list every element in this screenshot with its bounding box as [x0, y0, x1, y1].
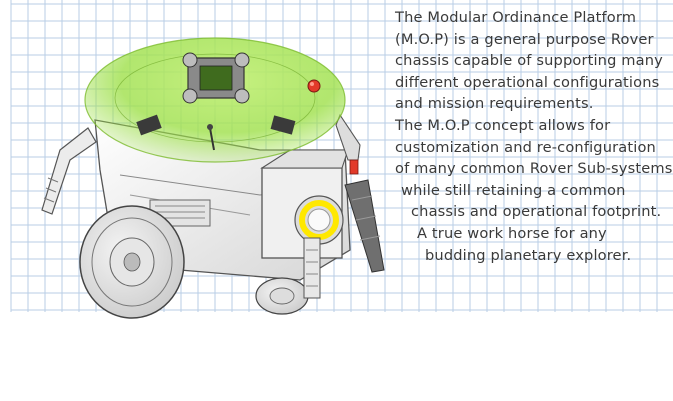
rover-left-arm — [41, 127, 97, 215]
description-line: The M.O.P concept allows for — [395, 116, 611, 134]
description-line: (M.O.P) is a general purpose Rover — [395, 30, 654, 48]
rover-illustration — [41, 37, 385, 319]
rover-side-module — [260, 149, 349, 259]
description-line: A true work horse for any — [417, 224, 607, 242]
rover-dome — [84, 37, 346, 163]
description-line: budding planetary explorer. — [425, 246, 632, 264]
rover-right-arm — [335, 113, 385, 273]
description-line: of many common Rover Sub-systems — [395, 160, 673, 178]
description-line: while still retaining a common — [401, 181, 626, 199]
description-line: chassis and operational footprint. — [411, 203, 662, 221]
rover-front-wheel — [79, 205, 185, 319]
description-text: The Modular Ordinance Platform (M.O.P) is… — [395, 7, 673, 266]
description-line: different operational configurations — [395, 73, 660, 91]
rover-rear-wheels — [255, 237, 321, 315]
description-line: chassis capable of supporting many — [395, 52, 663, 70]
description-line: The Modular Ordinance Platform — [395, 9, 637, 26]
description-line: and mission requirements. — [395, 95, 594, 113]
description-line: customization and re-configuration — [395, 138, 656, 156]
